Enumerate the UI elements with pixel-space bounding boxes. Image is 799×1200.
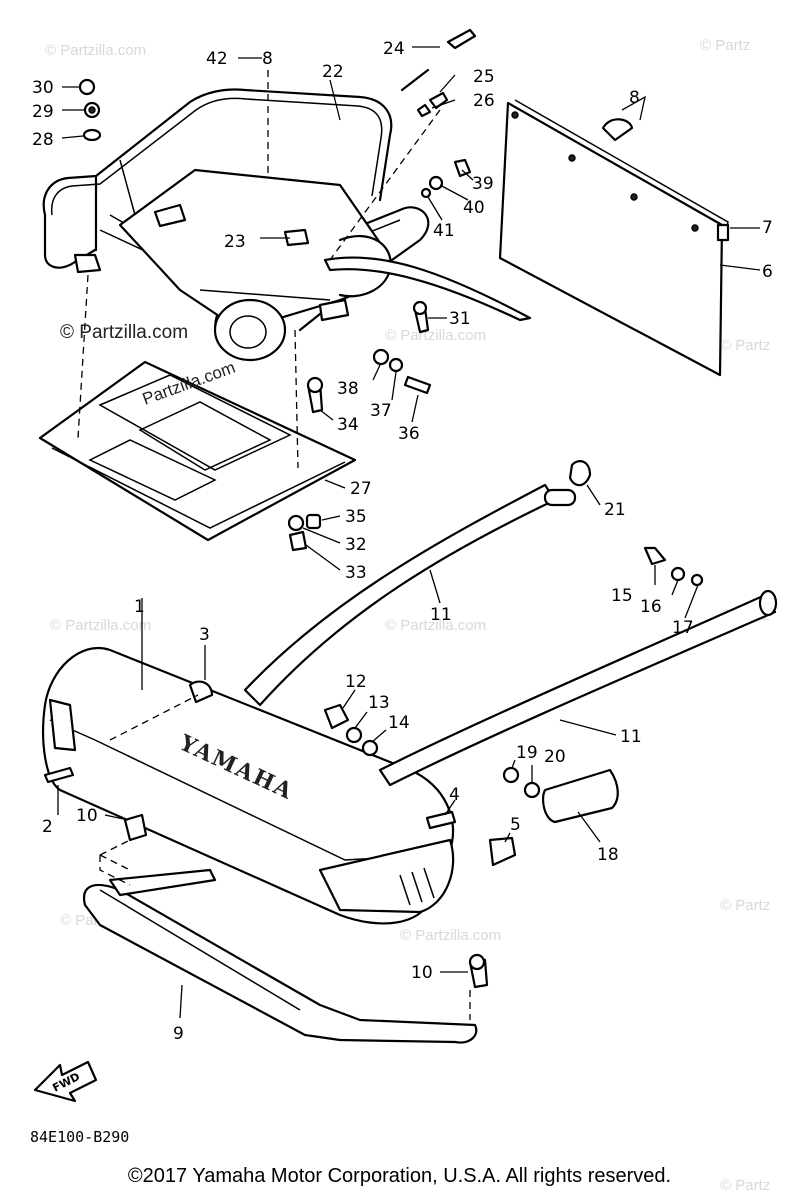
callout-24: 24 — [383, 39, 405, 59]
callout-29: 29 — [32, 102, 54, 122]
callout-13: 13 — [368, 693, 390, 713]
callout-7: 7 — [762, 218, 773, 238]
callout-35: 35 — [345, 507, 367, 527]
callout-8: 8 — [262, 49, 273, 69]
callout-30: 30 — [32, 78, 54, 98]
callout-26: 26 — [473, 91, 495, 111]
callout-41: 41 — [433, 221, 455, 241]
callout-17: 17 — [672, 618, 694, 638]
callout-28: 28 — [32, 130, 54, 150]
callout-6: 6 — [762, 262, 773, 282]
watermark: © Partz — [720, 897, 770, 914]
front-bumper: YAMAHA — [42, 647, 455, 925]
callout-33: 33 — [345, 563, 367, 583]
hardware — [43, 28, 704, 989]
callout-23: 23 — [224, 232, 246, 252]
watermark: © Partz — [720, 337, 770, 354]
callout-3: 3 — [199, 625, 210, 645]
callout-2: 2 — [42, 817, 53, 837]
lower-bracket — [82, 868, 478, 1044]
leader-lines — [57, 46, 761, 1019]
callout-36: 36 — [398, 424, 420, 444]
watermark: © Partzilla.com — [50, 617, 151, 634]
callout-25: 25 — [473, 67, 495, 87]
lower-stay — [378, 589, 778, 787]
callout-37: 37 — [370, 401, 392, 421]
callout-14: 14 — [388, 713, 410, 733]
callout-20: 20 — [544, 747, 566, 767]
copyright-notice: ©2017 Yamaha Motor Corporation, U.S.A. A… — [127, 1165, 672, 1187]
callout-27: 27 — [350, 479, 372, 499]
watermark: © Partz — [720, 1177, 770, 1194]
callout-12: 12 — [345, 672, 367, 692]
upper-stay — [243, 483, 577, 707]
callout-32: 32 — [345, 535, 367, 555]
watermark-main: © Partzilla.com — [60, 322, 188, 343]
watermark: © Partzilla.com — [45, 42, 146, 59]
callout-10-lower: 10 — [411, 963, 433, 983]
watermark: © Partzilla.com — [400, 927, 501, 944]
callout-21: 21 — [604, 500, 626, 520]
callout-40: 40 — [463, 198, 485, 218]
watermark: © Partz — [700, 37, 750, 54]
callout-11-lower: 11 — [620, 727, 642, 747]
skid-plate — [38, 360, 357, 542]
callout-38: 38 — [337, 379, 359, 399]
fwd-arrow-icon: FWD — [33, 1060, 98, 1103]
callout-19: 19 — [516, 743, 538, 763]
callout-16: 16 — [640, 597, 662, 617]
part-code: 84E100-B290 — [30, 1128, 130, 1146]
callout-15: 15 — [611, 586, 633, 606]
callout-8-plate: 8 — [629, 88, 640, 108]
callout-39: 39 — [472, 174, 494, 194]
callout-5: 5 — [510, 815, 521, 835]
callout-11-upper: 11 — [430, 605, 452, 625]
watermark: © Partzilla.com — [385, 617, 486, 634]
callout-34: 34 — [337, 415, 359, 435]
callout-31: 31 — [449, 309, 471, 329]
callout-9: 9 — [173, 1024, 184, 1044]
callout-4: 4 — [449, 785, 460, 805]
callout-labels: 30 29 28 42 8 22 24 25 26 8 7 6 39 40 41… — [32, 39, 773, 1044]
alignment-lines — [77, 70, 471, 1020]
callout-1: 1 — [134, 597, 145, 617]
callout-22: 22 — [322, 62, 344, 82]
callout-42: 42 — [206, 49, 228, 69]
callout-10-upper: 10 — [76, 806, 98, 826]
mounting-plate — [498, 99, 730, 377]
cargo-rack — [42, 88, 532, 362]
callout-18: 18 — [597, 845, 619, 865]
watermark: © Partzilla.com — [385, 327, 486, 344]
